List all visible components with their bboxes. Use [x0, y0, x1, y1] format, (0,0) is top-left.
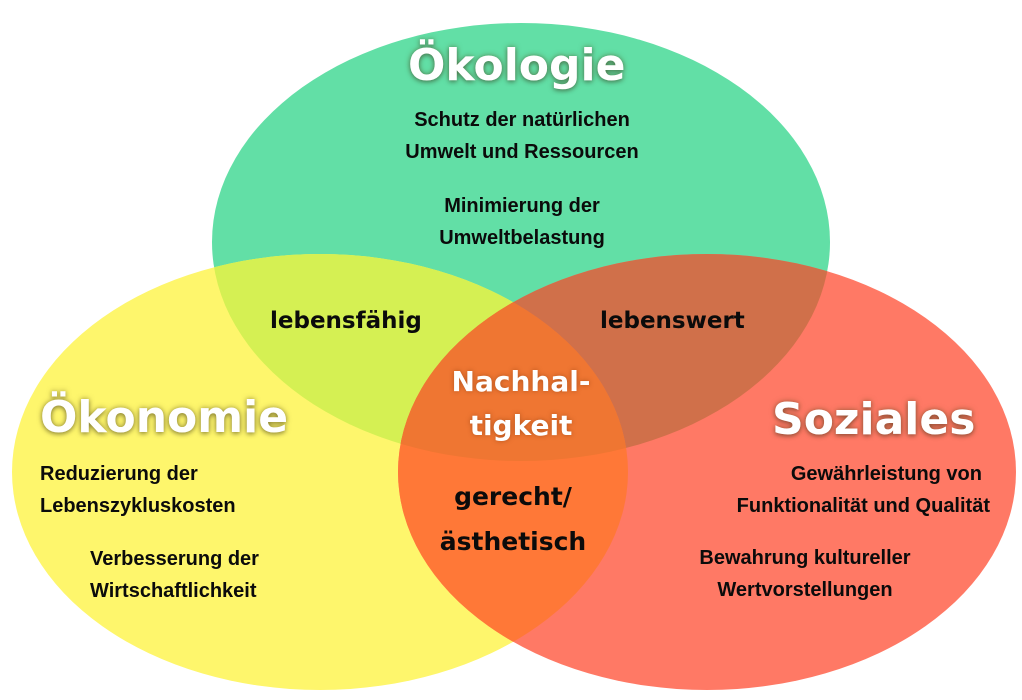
gerecht-line-2: ästhetisch [439, 527, 587, 556]
oekonomie-item-1-line-2: Lebenszykluskosten [40, 495, 236, 517]
oekologie-item-1-line-1: Schutz der natürlichen [414, 109, 630, 131]
soziales-item-1-line-2: Funktionalität und Qualität [736, 495, 990, 517]
title-soziales: Soziales [772, 394, 976, 445]
oekonomie-item-2-line-2: Wirtschaftlichkeit [90, 580, 257, 602]
oekonomie-item-1-line-1: Reduzierung der [40, 463, 198, 485]
title-oekonomie: Ökonomie [40, 392, 289, 443]
oekologie-item-1-line-2: Umwelt und Ressourcen [405, 141, 639, 163]
oekonomie-item-2: Verbesserung der Wirtschaftlichkeit [90, 543, 259, 607]
gerecht-line-1: gerecht/ [454, 482, 572, 511]
soziales-item-1-line-1: Gewährleistung von [790, 463, 982, 485]
soziales-item-2: Bewahrung kultureller Wertvorstellungen [670, 542, 940, 606]
nachhaltigkeit-line-1: Nachhal- [451, 365, 591, 398]
oekonomie-item-2-line-1: Verbesserung der [90, 548, 259, 570]
oekologie-item-2-line-2: Umweltbelastung [439, 227, 605, 249]
nachhaltigkeit-line-2: tigkeit [469, 409, 573, 442]
overlap-all [398, 254, 628, 461]
soziales-item-2-line-1: Bewahrung kultureller [699, 547, 911, 569]
title-oekologie: Ökologie [408, 40, 626, 91]
label-nachhaltigkeit: Nachhal- tigkeit [421, 360, 621, 448]
oekonomie-item-1: Reduzierung der Lebenszykluskosten [40, 458, 236, 522]
oekologie-item-2-line-1: Minimierung der [444, 195, 600, 217]
label-lebenswert: lebenswert [600, 308, 745, 334]
oekologie-item-1: Schutz der natürlichen Umwelt und Ressou… [372, 104, 672, 168]
soziales-item-2-line-2: Wertvorstellungen [717, 579, 893, 601]
label-gerecht-aesthetisch: gerecht/ ästhetisch [413, 474, 613, 564]
label-lebensfaehig: lebensfähig [270, 308, 422, 334]
soziales-item-1: Gewährleistung von Funktionalität und Qu… [660, 458, 990, 522]
oekologie-item-2: Minimierung der Umweltbelastung [372, 190, 672, 254]
